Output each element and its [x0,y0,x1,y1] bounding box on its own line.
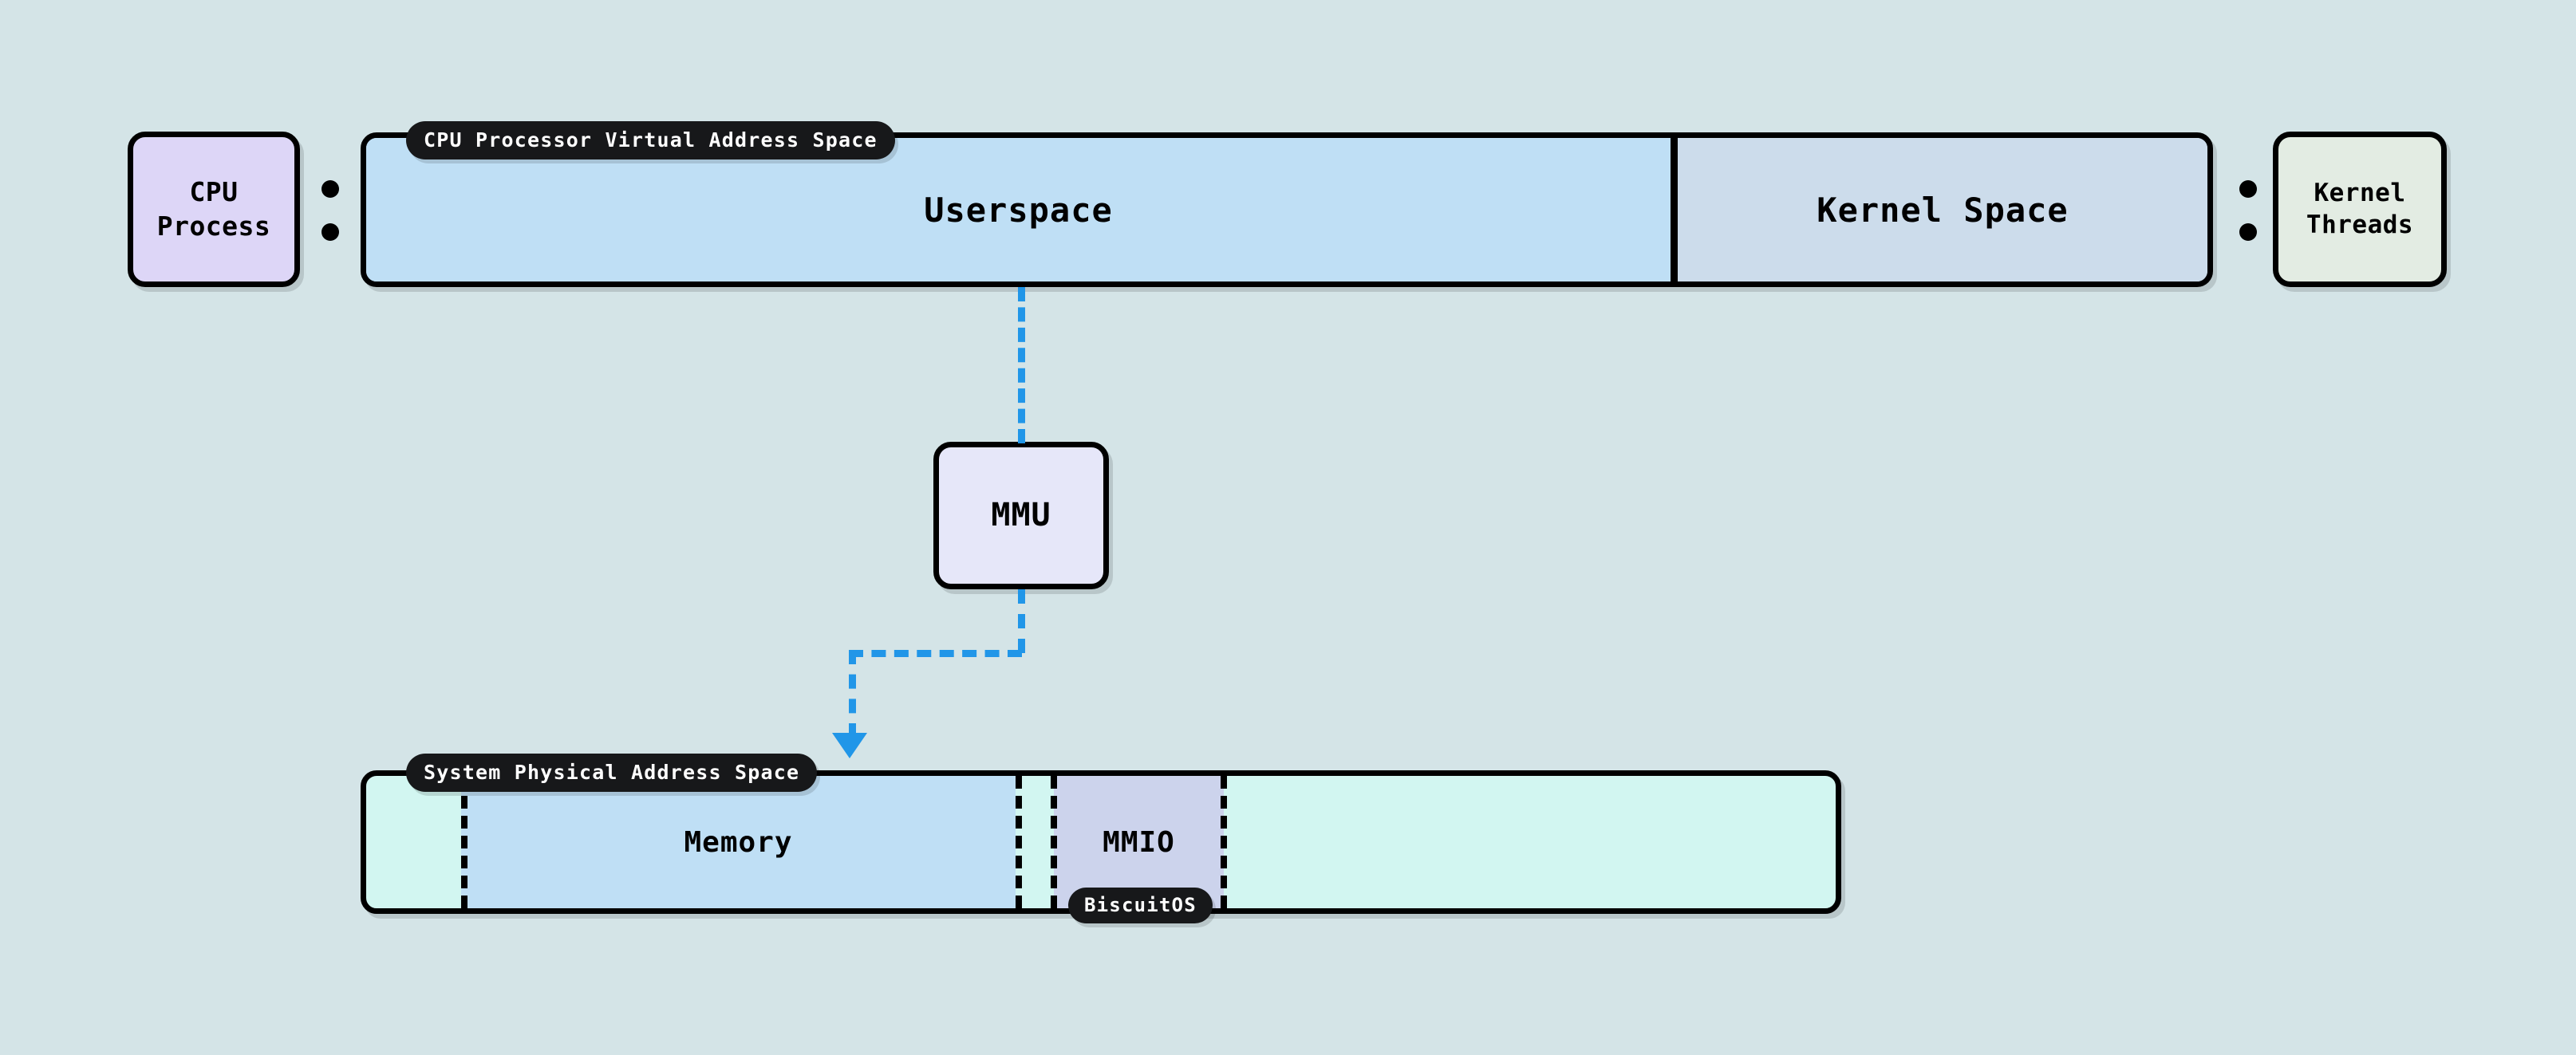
colon-dot-top [322,180,339,198]
connector-mmu-to-memory [849,650,856,738]
mmu-node[interactable]: MMU [933,442,1109,589]
kernel-threads-node[interactable]: Kernel Threads [2273,132,2447,287]
colon-dot-bottom [322,223,339,241]
colon-separator-left [322,180,339,241]
virtual-address-space-bar[interactable]: Userspace Kernel Space [361,132,2213,287]
kernel-space-segment[interactable]: Kernel Space [1678,138,2207,281]
pas-divider-3 [1051,776,1057,908]
pas-divider-1 [461,776,467,908]
userspace-kernel-divider [1671,138,1678,281]
connector-userspace-to-mmu [1018,287,1025,443]
virtual-address-space-label: CPU Processor Virtual Address Space [406,121,895,159]
userspace-segment[interactable]: Userspace [366,138,1671,281]
colon-dot-bottom [2239,223,2257,241]
physical-address-space-bar[interactable]: Memory MMIO [361,770,1841,914]
mmio-segment[interactable]: MMIO [1054,776,1224,908]
arrowhead-icon [832,733,867,758]
pas-divider-2 [1016,776,1022,908]
colon-dot-top [2239,180,2257,198]
memory-segment[interactable]: Memory [461,776,1016,908]
colon-separator-right [2239,180,2257,241]
physical-address-space-label: System Physical Address Space [406,754,818,792]
pas-divider-4 [1221,776,1227,908]
cpu-process-node[interactable]: CPU Process [128,132,300,287]
connector-mmu-horizontal [849,650,1022,657]
connector-mmu-down [1018,589,1025,653]
biscuitos-annotation: BiscuitOS [1068,888,1213,923]
